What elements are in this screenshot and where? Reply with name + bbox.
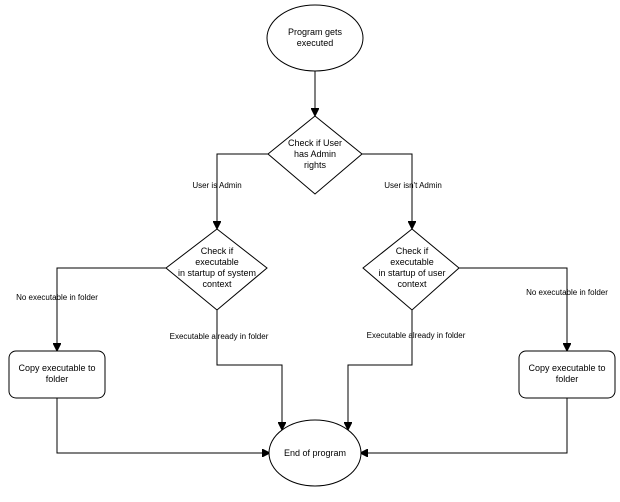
node-copy-right-line-1: Copy executable to [528,363,605,373]
node-start: Program gets executed [266,4,364,72]
edge-label-no-executable-left: No executable in folder [16,293,98,302]
node-check-system-line-3: in startup of system [178,268,256,278]
node-check-user-line-1: Check if [396,246,429,256]
node-copy-left: Copy executable to folder [8,350,106,399]
node-end-line-1: End of program [284,448,346,458]
node-copy-right-line-2: folder [556,374,579,384]
edge-check-user-to-end [348,310,413,429]
node-check-admin: Check if User has Admin rights [267,115,363,195]
node-check-system-line-4: context [202,279,232,289]
node-check-user-line-3: in startup of user [378,268,445,278]
edge-labels: User is Admin User isn't Admin No execut… [16,181,608,341]
edge-label-executable-already-right: Executable already in folder [367,331,466,340]
node-check-system-line-2: executable [195,257,239,267]
node-start-line-2: executed [297,38,334,48]
edge-label-user-isnt-admin: User isn't Admin [384,181,442,190]
node-check-admin-line-1: Check if User [288,138,342,148]
node-check-admin-line-2: has Admin [294,149,336,159]
node-check-user-line-2: executable [390,257,434,267]
node-start-line-1: Program gets [288,27,343,37]
node-check-system-line-1: Check if [201,246,234,256]
node-copy-left-line-2: folder [46,374,69,384]
node-copy-right: Copy executable to folder [518,350,616,399]
edge-check-user-to-copy-right [459,267,567,350]
edge-label-no-executable-right: No executable in folder [526,288,608,297]
edges [57,71,567,453]
edge-label-user-is-admin: User is Admin [192,181,241,190]
edge-check-admin-to-check-user [362,153,412,228]
edge-copy-right-to-end [361,398,568,453]
node-check-user-line-4: context [397,279,427,289]
edge-copy-left-to-end [56,398,269,453]
node-check-admin-line-3: rights [304,160,327,170]
edge-check-system-to-end [216,310,282,429]
node-end: End of program [268,419,362,487]
node-check-system: Check if executable in startup of system… [165,228,268,311]
edge-check-system-to-copy-left [57,267,166,350]
edge-check-admin-to-check-system [217,153,268,228]
edge-label-executable-already-left: Executable already in folder [170,332,269,341]
node-copy-left-line-1: Copy executable to [18,363,95,373]
node-check-user: Check if executable in startup of user c… [362,228,460,311]
